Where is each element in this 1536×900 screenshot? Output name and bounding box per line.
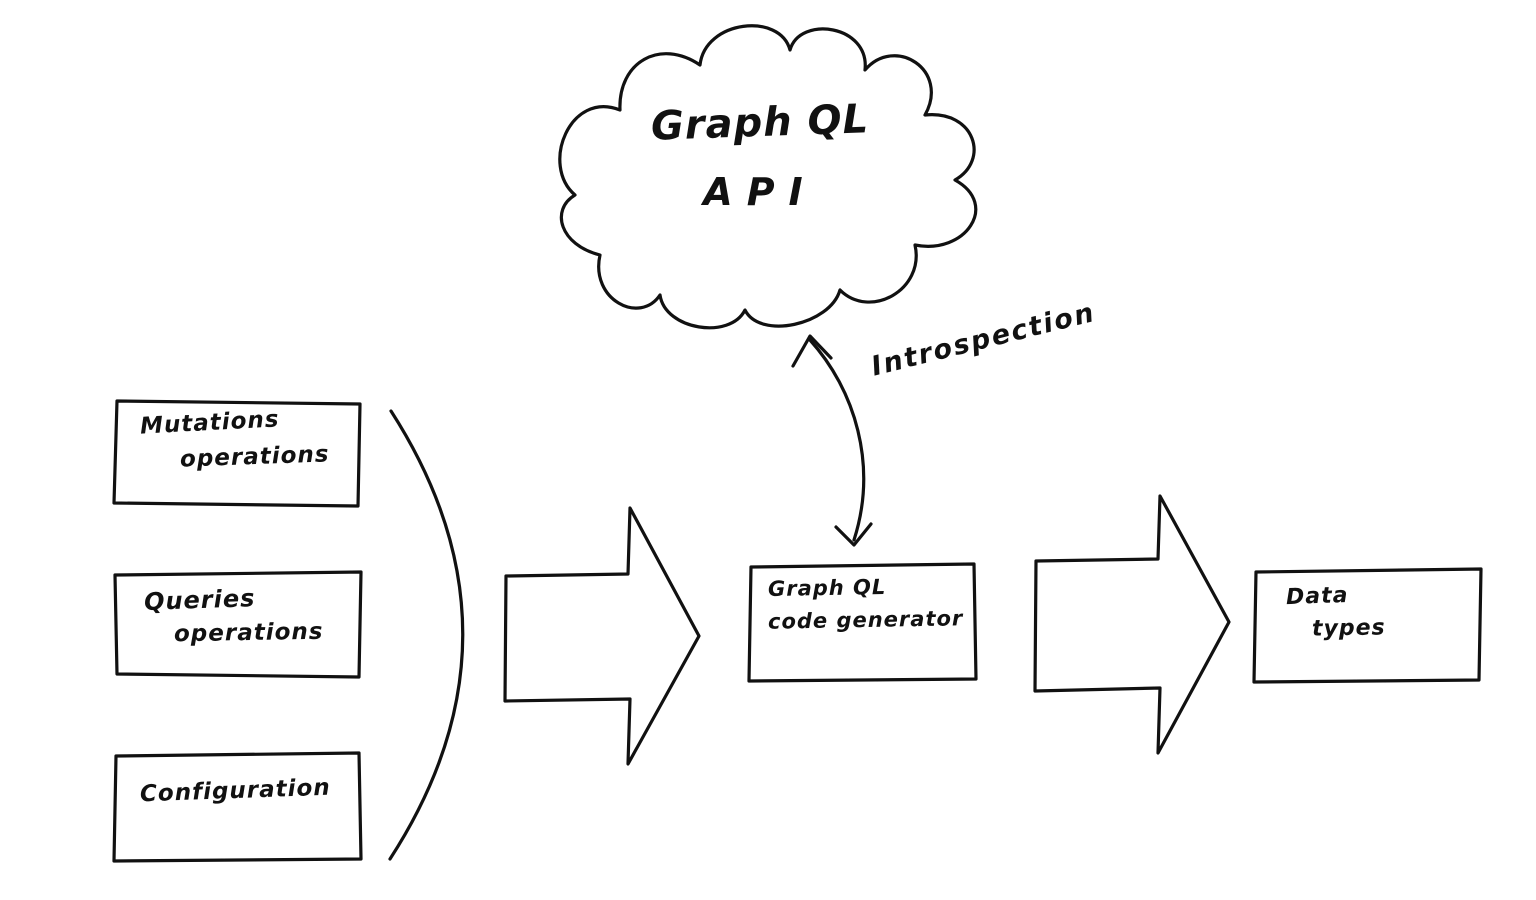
cloud-shape <box>558 24 978 330</box>
introspection-arrowhead-bottom <box>834 522 873 547</box>
generator-box <box>747 562 978 683</box>
configuration-box <box>112 751 363 863</box>
mutations-box-label-line2: operations <box>179 441 330 473</box>
data-types-box <box>1252 567 1483 684</box>
data-types-box-label-line2: types <box>1311 615 1386 642</box>
queries-box-label-line1: Queries <box>143 584 256 616</box>
generator-box-label-line2: code generator <box>767 606 964 634</box>
queries-box <box>113 570 363 679</box>
introspection-arrow <box>808 338 866 542</box>
generator-box-label-line1: Graph QL <box>767 574 887 602</box>
cloud-title-line2: API <box>703 170 817 214</box>
mutations-box <box>112 399 362 508</box>
grouping-arc <box>388 409 465 861</box>
introspection-arrowhead-top <box>791 334 833 368</box>
queries-box-label-line2: operations <box>173 618 324 648</box>
data-types-box-label-line1: Data <box>1285 582 1349 611</box>
block-arrow-right <box>1033 494 1231 755</box>
block-arrow-left <box>503 506 701 766</box>
